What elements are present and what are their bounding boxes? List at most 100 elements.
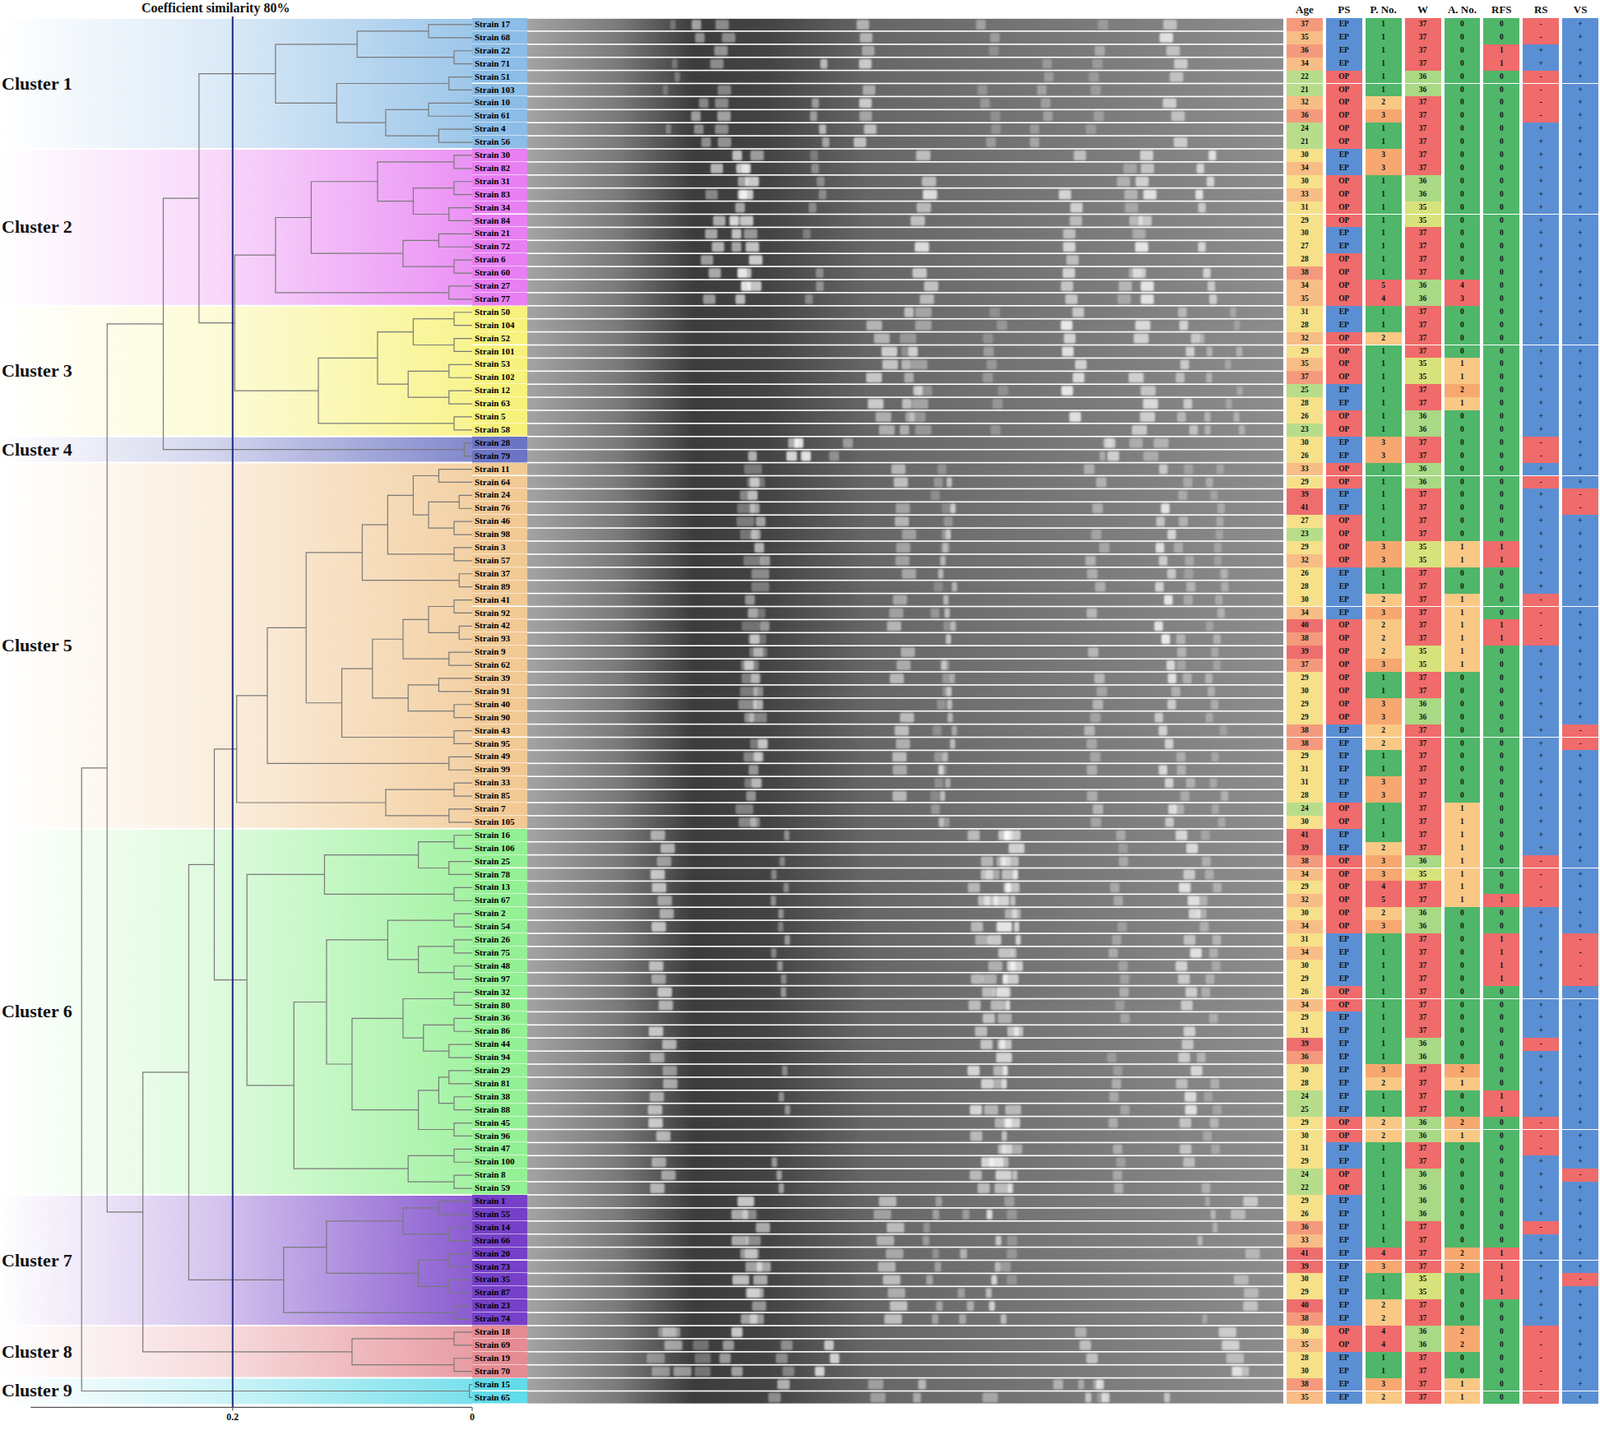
- gel-band: [1180, 359, 1190, 370]
- table-cell: +: [1562, 109, 1599, 123]
- table-cell: 1: [1365, 266, 1402, 280]
- gel-band: [959, 1314, 967, 1325]
- gel-lane: [527, 398, 1284, 410]
- table-cell: 0: [1444, 1234, 1481, 1248]
- table-cell: EP: [1326, 488, 1363, 502]
- table-cell: 4: [1365, 1326, 1402, 1340]
- strain-label: Strain 85: [472, 789, 528, 803]
- gel-band: [1210, 1079, 1220, 1090]
- table-cell: 29: [1286, 345, 1323, 359]
- table-cell: 0: [1483, 240, 1520, 254]
- table-cell: +: [1522, 514, 1559, 529]
- gel-lane: [527, 672, 1284, 685]
- strain-label: Strain 21: [472, 227, 528, 241]
- table-cell: 1: [1365, 1142, 1402, 1156]
- table-cell: 1: [1365, 384, 1402, 398]
- gel-band: [1242, 1196, 1258, 1207]
- table-cell: 28: [1286, 789, 1323, 803]
- table-cell: 1: [1444, 1130, 1481, 1144]
- table-cell: +: [1562, 18, 1599, 32]
- table-cell: +: [1522, 920, 1559, 934]
- table-cell: 1: [1365, 933, 1402, 947]
- table-cell: -: [1522, 1038, 1559, 1052]
- table-cell: 1: [1365, 188, 1402, 202]
- gel-band: [1177, 974, 1190, 985]
- table-cell: EP: [1326, 750, 1363, 764]
- table-cell: 1: [1444, 855, 1481, 869]
- table-cell: 1: [1365, 1286, 1402, 1300]
- table-cell: 37: [1405, 567, 1442, 581]
- gel-band: [997, 1013, 1012, 1024]
- table-cell: 1: [1365, 580, 1402, 594]
- strain-label: Strain 4: [472, 122, 528, 136]
- table-cell: 1: [1365, 750, 1402, 764]
- gel-band: [987, 935, 1002, 946]
- table-cell: 37: [1405, 135, 1442, 149]
- gel-band: [1158, 726, 1167, 737]
- gel-band: [735, 804, 754, 815]
- table-cell: 36: [1286, 1051, 1323, 1065]
- table-cell: 36: [1405, 1195, 1442, 1209]
- table-cell: 1: [1365, 528, 1402, 542]
- table-cell: EP: [1326, 162, 1363, 176]
- table-cell: 0: [1483, 514, 1520, 529]
- gel-band: [1209, 294, 1217, 305]
- strain-label: Strain 68: [472, 31, 528, 45]
- gel-band: [996, 1052, 1012, 1063]
- strain-label: Strain 57: [472, 554, 528, 568]
- gel-band: [1164, 739, 1174, 750]
- gel-band: [750, 634, 761, 645]
- gel-lane: [527, 97, 1284, 109]
- table-cell: 2: [1365, 1077, 1402, 1091]
- table-cell: 0: [1444, 227, 1481, 241]
- gel-band: [662, 1066, 678, 1076]
- table-cell: 0: [1444, 488, 1481, 502]
- table-cell: 0: [1483, 1155, 1520, 1169]
- gel-band: [890, 673, 905, 684]
- gel-band: [1205, 974, 1216, 985]
- table-cell: 2: [1365, 1130, 1402, 1144]
- gel-band: [746, 1236, 761, 1247]
- axis-tick: [231, 1407, 233, 1411]
- table-cell: 1: [1365, 488, 1402, 502]
- gel-band: [744, 713, 755, 724]
- gel-lane: [527, 620, 1284, 632]
- table-cell: +: [1562, 802, 1599, 817]
- gel-band: [660, 844, 676, 854]
- gel-lane: [527, 450, 1284, 463]
- gel-band: [1124, 190, 1138, 200]
- table-cell: 0: [1444, 148, 1481, 163]
- table-cell: 1: [1365, 1038, 1402, 1052]
- table-cell: +: [1562, 776, 1599, 790]
- gel-band: [664, 1340, 683, 1351]
- table-cell: +: [1522, 789, 1559, 803]
- gel-band: [922, 1236, 930, 1247]
- table-cell: 1: [1365, 672, 1402, 686]
- gel-band: [737, 1196, 754, 1207]
- table-cell: 3: [1365, 698, 1402, 712]
- gel-band: [1183, 569, 1193, 580]
- table-cell: 0: [1444, 1155, 1481, 1169]
- gel-band: [744, 1249, 759, 1260]
- table-cell: 1: [1365, 1103, 1402, 1118]
- gel-band: [1174, 804, 1184, 815]
- gel-band: [910, 359, 928, 370]
- gel-band: [729, 216, 740, 227]
- table-cell: 37: [1405, 1064, 1442, 1078]
- gel-band: [1230, 1210, 1246, 1220]
- gel-band: [755, 516, 766, 527]
- table-cell: +: [1522, 802, 1559, 817]
- table-cell: 1: [1444, 541, 1481, 555]
- table-cell: EP: [1326, 1011, 1363, 1025]
- table-cell: +: [1522, 724, 1559, 738]
- table-cell: EP: [1326, 1312, 1363, 1327]
- gel-band: [1113, 895, 1123, 906]
- table-cell: +: [1562, 292, 1599, 307]
- gel-lane: [527, 123, 1284, 135]
- table-cell: 0: [1483, 227, 1520, 241]
- gel-band: [1233, 412, 1239, 423]
- gel-band: [1094, 673, 1105, 684]
- table-cell: 34: [1286, 57, 1323, 71]
- table-cell: +: [1522, 44, 1559, 58]
- table-cell: 37: [1405, 842, 1442, 856]
